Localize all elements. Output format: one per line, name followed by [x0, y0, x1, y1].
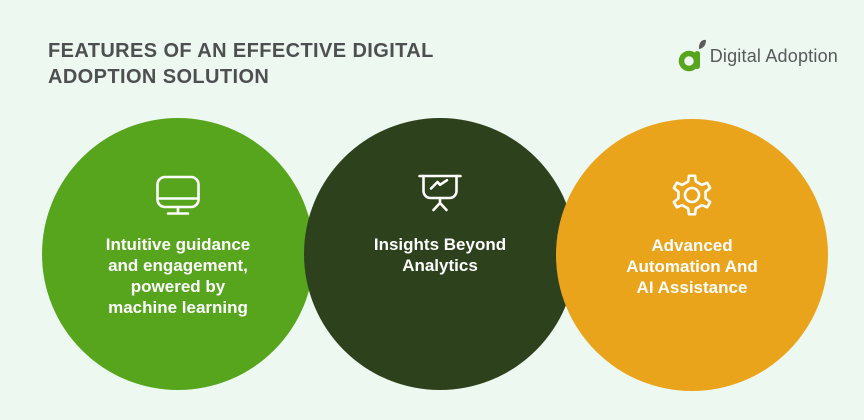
brand-logo: Digital Adoption: [678, 38, 838, 74]
digital-adoption-logo-icon: [678, 39, 706, 72]
monitor-icon: [156, 175, 200, 215]
feature-label: Insights Beyond Analytics: [373, 235, 507, 275]
presentation-chart-icon: [418, 174, 462, 212]
feature-label: Intuitive guidance and engagement, power…: [105, 235, 251, 317]
gear-icon: [672, 174, 712, 216]
feature-label: Advanced Automation And AI Assistance: [626, 236, 758, 297]
page-title: FEATURES OF AN EFFECTIVE DIGITAL ADOPTIO…: [48, 40, 434, 88]
feature-circle-2: Insights Beyond Analytics: [304, 118, 576, 390]
feature-circle-1: Intuitive guidance and engagement, power…: [42, 118, 314, 390]
feature-circle-3: Advanced Automation And AI Assistance: [556, 119, 828, 391]
logo-text: Digital Adoption: [709, 45, 838, 66]
